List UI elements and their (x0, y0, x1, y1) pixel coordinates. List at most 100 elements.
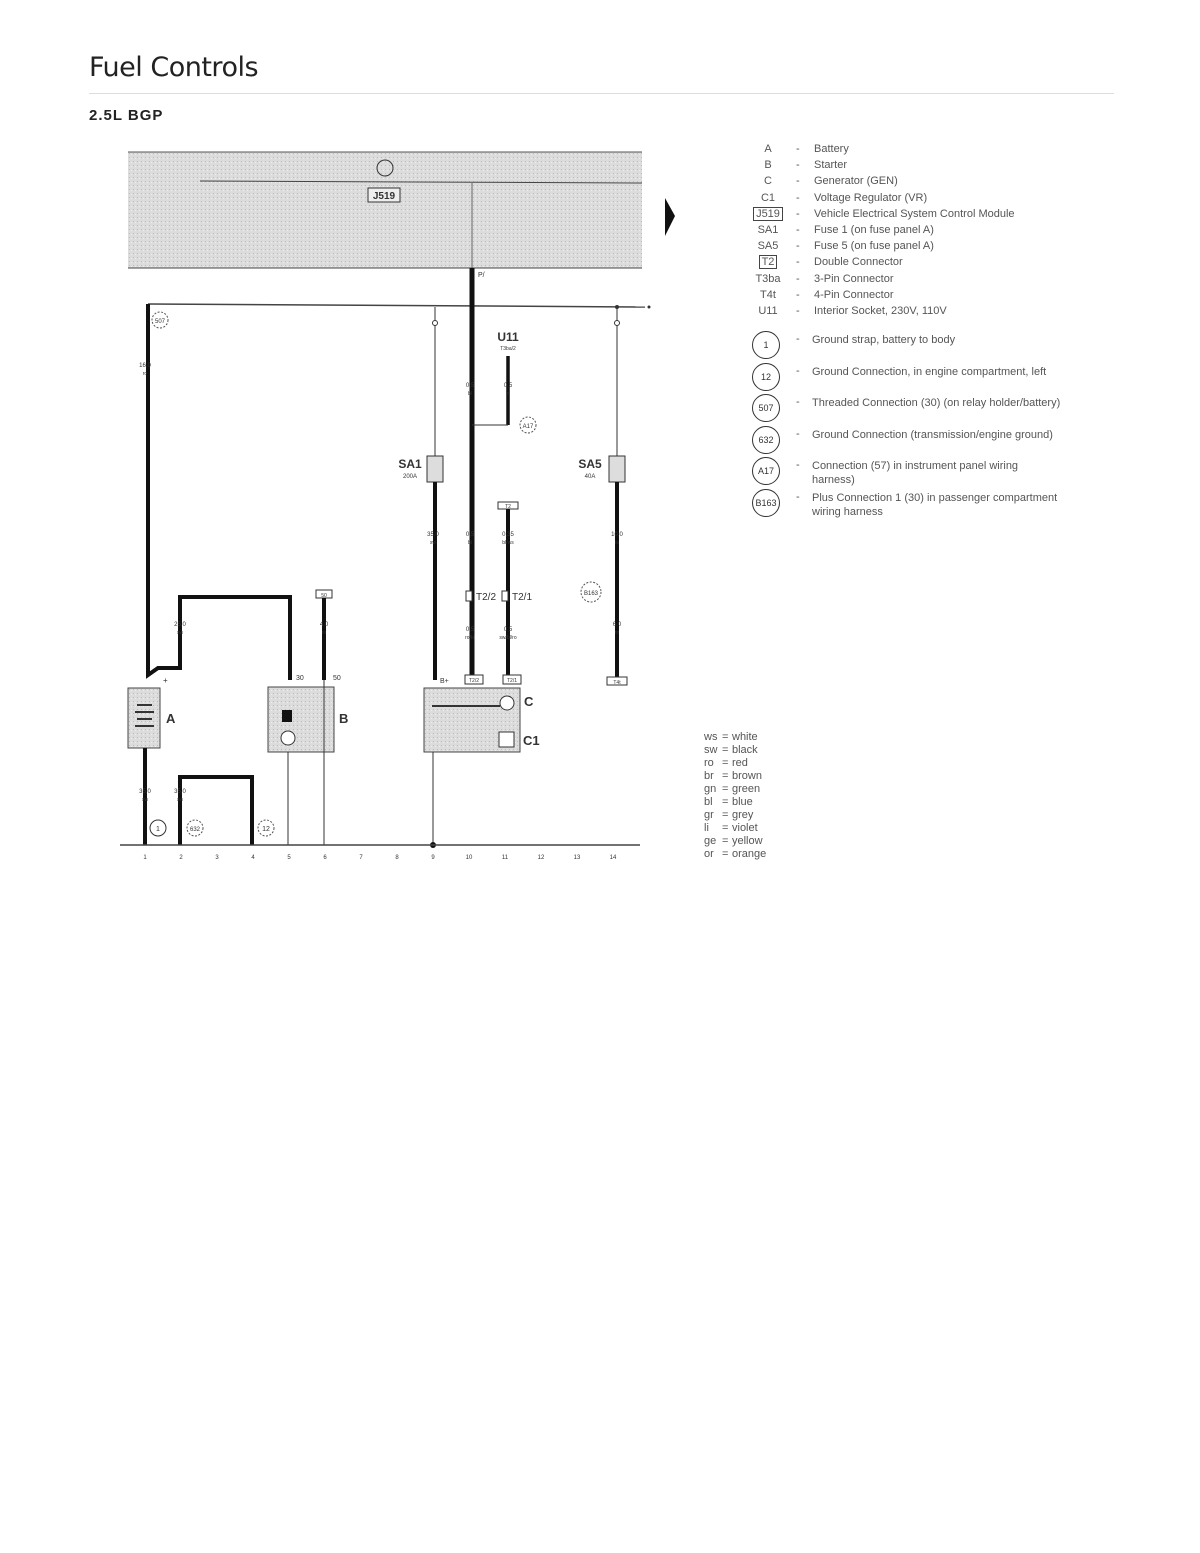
ground-desc: Plus Connection 1 (30) in passenger comp… (812, 491, 1058, 518)
wire-size: 0,35 (502, 532, 514, 538)
legend-dash: - (796, 207, 800, 220)
legend-code: T4t (760, 288, 776, 301)
u11-label: U11 (497, 330, 519, 344)
legend-desc: Fuse 5 (on fuse panel A) (814, 240, 934, 253)
ground-code: B163 (752, 488, 780, 517)
color-name: black (732, 744, 758, 756)
ground-code: 632 (752, 425, 780, 454)
wiring-diagram: J519 P/ 507 SA1 200A U11 T3ba/2 A17 T2 T… (120, 151, 675, 861)
wire-size: 25,0 (174, 622, 186, 628)
legend-code: B (764, 159, 772, 172)
position-number: 10 (466, 855, 473, 861)
ground-1: 1 (156, 826, 160, 833)
page-title: Fuel Controls (89, 52, 259, 83)
position-number: 7 (359, 855, 363, 861)
wire-size: 35,0 (139, 789, 151, 795)
next-page-arrow-icon[interactable] (665, 198, 675, 236)
wire-color: ro (322, 630, 327, 636)
terminal-box-t2: T2 (505, 504, 511, 510)
position-number: 12 (538, 855, 545, 861)
legend-dash: - (796, 223, 800, 236)
color-name: grey (732, 809, 754, 821)
legend-code: SA5 (757, 240, 779, 253)
legend-dash: - (796, 288, 800, 301)
wire-size: 0,5 (466, 532, 475, 538)
legend-code: J519 (748, 206, 788, 221)
battery-a (127, 687, 161, 749)
equals: = (722, 822, 729, 834)
ground-desc: Ground strap, battery to body (812, 334, 956, 347)
color-abbr: sw (704, 744, 718, 756)
ground-code: 12 (752, 362, 780, 391)
ground-code: A17 (752, 457, 780, 486)
u11-sub: T3ba/2 (500, 346, 516, 352)
legend-desc: Battery (814, 143, 849, 155)
wire-color: ro (615, 540, 620, 546)
position-number: 2 (179, 855, 183, 861)
wire-labels: 16,0ro25,0sw4,0ro35,0sw0,5bl0,5bl0,5bl0,… (139, 363, 623, 803)
legend-desc: Double Connector (814, 256, 903, 269)
wire-color: bl (506, 391, 510, 397)
color-code-item: gn=green (704, 783, 766, 796)
position-number: 4 (251, 855, 255, 861)
position-number: 6 (323, 855, 327, 861)
position-number: 3 (215, 855, 219, 861)
component-c: C (524, 694, 534, 709)
legend-dash: - (796, 490, 800, 503)
terminal-box-t4: T4t (613, 680, 621, 686)
equals: = (722, 757, 729, 769)
wire-color: ro (615, 630, 620, 636)
legend-dash: - (796, 272, 800, 285)
color-name: yellow (732, 835, 763, 847)
equals: = (722, 848, 729, 860)
legend-dash: - (796, 364, 800, 377)
connection-b163: B163 (584, 591, 599, 597)
position-number: 1 (143, 855, 147, 861)
fuse-sa5 (608, 455, 626, 483)
legend-dash: - (796, 143, 800, 155)
legend-desc: Fuse 1 (on fuse panel A) (814, 223, 934, 236)
ground-code: 507 (752, 394, 780, 423)
ground-desc: Connection (57) in instrument panel wiri… (812, 460, 1019, 487)
connector-left: T2/2 (476, 592, 496, 603)
position-number: 13 (574, 855, 581, 861)
color-abbr: gr (704, 809, 714, 821)
legend-code: C1 (760, 191, 776, 204)
legend-dash: - (796, 304, 800, 317)
equals: = (722, 783, 729, 795)
legend-code: U11 (758, 304, 778, 317)
legend-desc: Voltage Regulator (VR) (814, 191, 928, 204)
color-abbr: ro (704, 757, 714, 769)
wire-color: sw (177, 630, 184, 636)
position-number: 8 (395, 855, 399, 861)
wire-size: 35,0 (174, 789, 186, 795)
fuse-sa5-rating: 40A (585, 474, 596, 480)
legend-dash: - (796, 159, 800, 172)
color-name: blue (732, 796, 753, 808)
legend-desc: 4-Pin Connector (814, 288, 894, 301)
component-c1: C1 (523, 733, 540, 748)
color-code-item: ro=red (704, 757, 766, 770)
color-code-item: bl=blue (704, 796, 766, 809)
position-number: 11 (502, 855, 509, 861)
battery-plus: + (163, 676, 168, 685)
wire-color: bl (468, 391, 472, 397)
connector-right: T2/1 (512, 592, 532, 603)
color-abbr: bl (704, 796, 713, 808)
equals: = (722, 835, 729, 847)
color-code-item: ws=white (704, 731, 766, 744)
wire-size: 0,5 (466, 383, 475, 389)
color-abbr: li (704, 822, 709, 834)
equals: = (722, 809, 729, 821)
terminal-box-50: 50 (321, 593, 327, 599)
ground-desc: Ground Connection, in engine compartment… (812, 365, 1047, 378)
legend-code: A (764, 143, 772, 155)
legend-dash: - (796, 459, 800, 472)
module-label-box (367, 187, 401, 203)
terminal-p: P/ (478, 272, 485, 279)
legend-dash: - (796, 240, 800, 253)
fuse-sa1 (426, 455, 444, 483)
section-title: 2.5L BGP (89, 107, 164, 124)
